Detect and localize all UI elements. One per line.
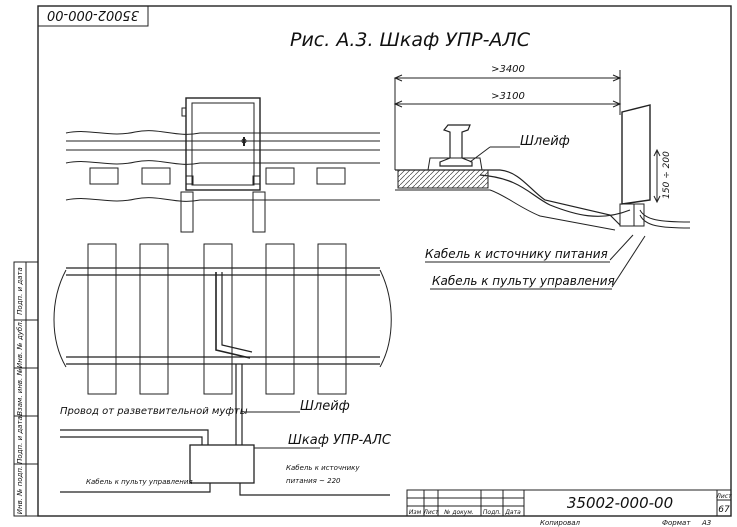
footer-copied: Копировал xyxy=(540,519,581,527)
label-cable-panel: Кабель к пульту управления xyxy=(432,274,615,288)
label-shleif-bottom: Шлейф xyxy=(300,399,350,414)
cabinet-plan xyxy=(189,444,255,484)
side-label-5: Инв. № подп. xyxy=(16,466,24,514)
top-stamp-box xyxy=(37,5,149,27)
top-stamp-text: 35002-000-00 xyxy=(47,7,139,22)
plan-view xyxy=(53,243,392,496)
drawing-title: Рис. А.3. Шкаф УПР-АЛС xyxy=(290,29,531,51)
label-cable-power-small-1: Кабель к источнику xyxy=(286,464,360,472)
dim-3100: >3100 xyxy=(491,91,525,102)
title-block xyxy=(406,489,732,517)
side-label-4: Подп. и дата xyxy=(16,416,24,464)
title-block-col-1: Изм xyxy=(409,509,422,516)
title-block-col-3: № докум. xyxy=(443,509,474,516)
dim-3400: >3400 xyxy=(491,64,525,75)
label-cabinet: Шкаф УПР-АЛС xyxy=(288,433,392,448)
label-cable-power-small-2: питания ~ 220 xyxy=(286,477,341,485)
footer-format: Формат xyxy=(662,519,691,527)
cabinet-side xyxy=(621,104,651,205)
side-block xyxy=(13,261,39,517)
cabinet-elevation xyxy=(185,97,261,191)
side-label-1: Подп. и дата xyxy=(16,267,24,315)
title-block-col-5: Дата xyxy=(504,509,521,516)
elevation-view xyxy=(65,97,380,233)
title-block-sheet-label: Лист xyxy=(715,493,732,500)
title-block-col-4: Подп. xyxy=(483,509,501,516)
cross-section xyxy=(393,70,691,288)
title-block-designation: 35002-000-00 xyxy=(567,494,673,512)
dim-150-200: 150 ÷ 200 xyxy=(662,151,672,199)
sheet-border xyxy=(37,5,732,517)
side-label-2: Инв. № дубл. xyxy=(16,320,24,368)
footer-format-val: А3 xyxy=(701,519,711,527)
side-label-3: Взам. инв. № xyxy=(16,368,24,416)
label-cable-panel-small: Кабель к пульту управления xyxy=(86,478,193,486)
title-block-sheet-num: 67 xyxy=(718,505,730,515)
title-block-col-2: Лист xyxy=(422,509,439,516)
label-shleif-top: Шлейф xyxy=(520,134,570,149)
label-wire-from: Провод от разветвительной муфты xyxy=(60,406,248,417)
label-cable-power: Кабель к источнику питания xyxy=(425,247,608,261)
